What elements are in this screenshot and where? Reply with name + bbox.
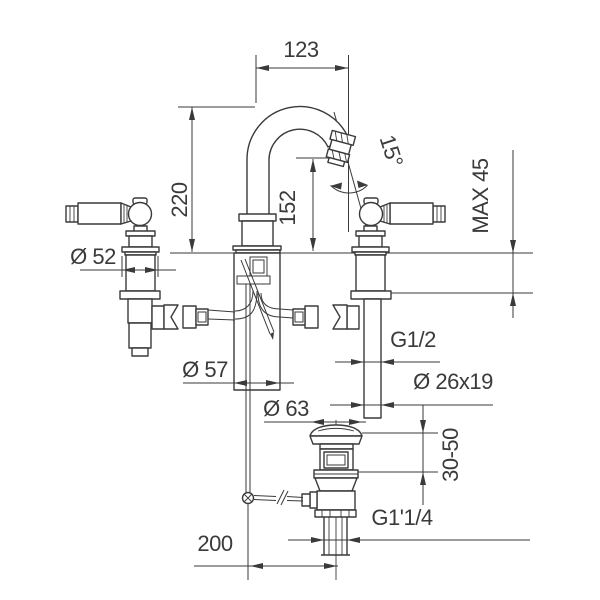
dim-handle-flange-diameter: Ø 52 xyxy=(70,244,176,273)
spout-nozzle xyxy=(325,129,357,168)
total-height-label: 220 xyxy=(167,182,192,217)
supply-thread-label: G1/2 xyxy=(390,327,436,352)
waste-thread-label: G1'1/4 xyxy=(371,505,432,530)
dim-rod-offset: 200 xyxy=(194,531,338,569)
dim-waste-thread: G1'1/4 xyxy=(288,505,530,543)
spout-reach-label: 123 xyxy=(283,37,318,62)
mounting-collar xyxy=(232,213,282,254)
waste-cap-diameter-label: Ø 63 xyxy=(263,396,309,421)
left-valve-handle xyxy=(65,197,179,357)
supply-tube-label: Ø 26x19 xyxy=(413,369,493,394)
dim-total-height: 220 xyxy=(167,107,195,252)
dim-waste-deck-range: 30-50 xyxy=(420,405,463,505)
waste-deck-range-label: 30-50 xyxy=(438,428,463,482)
max-deck-thickness-label: MAX 45 xyxy=(468,158,493,234)
pull-rod-linkage xyxy=(241,489,304,580)
dim-outlet-height: 152 xyxy=(275,159,316,251)
dim-supply-tube: Ø 26x19 xyxy=(330,369,494,408)
dim-supply-thread: G1/2 xyxy=(335,327,440,365)
dim-body-diameter: Ø 57 xyxy=(182,357,294,386)
pop-up-waste xyxy=(301,424,363,556)
handle-flange-diameter-label: Ø 52 xyxy=(70,244,116,269)
right-valve-handle xyxy=(332,197,446,419)
body-diameter-label: Ø 57 xyxy=(182,357,228,382)
dim-waste-cap-diameter: Ø 63 xyxy=(263,396,366,425)
under-deck-body xyxy=(233,252,281,492)
spout xyxy=(246,105,349,216)
rod-offset-label: 200 xyxy=(197,531,232,556)
dim-max-deck-thickness: MAX 45 xyxy=(468,150,516,318)
supply-hoses xyxy=(182,305,319,329)
outlet-height-label: 152 xyxy=(275,190,300,225)
dim-spout-reach: 123 xyxy=(256,37,348,71)
outlet-angle-label: 15° xyxy=(375,132,409,170)
